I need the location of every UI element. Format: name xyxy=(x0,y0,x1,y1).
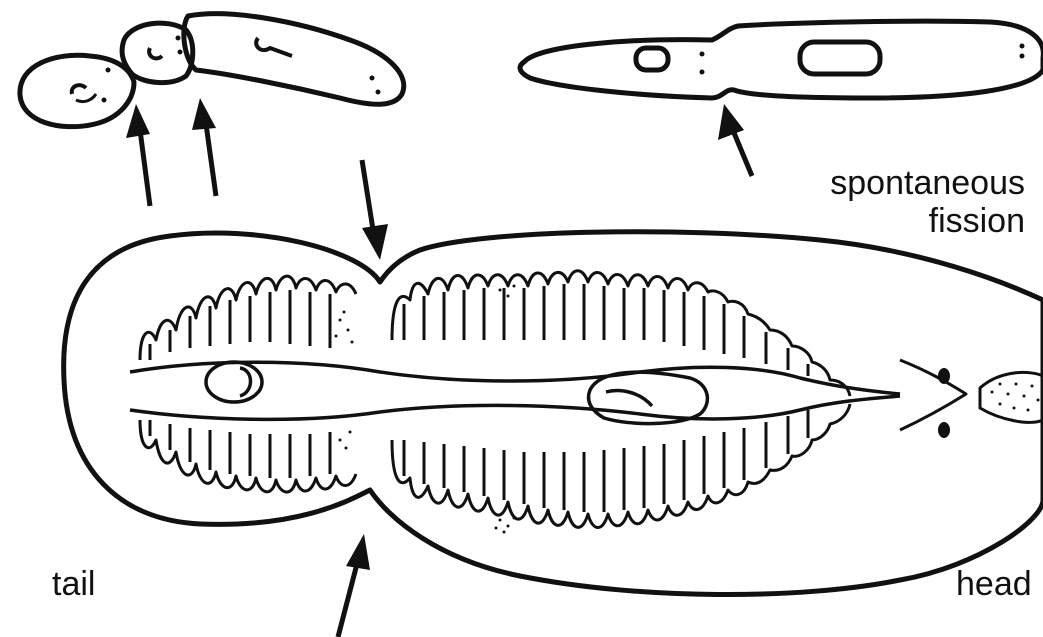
fissioning-worm xyxy=(520,21,1043,98)
arrow-spontaneous-fission xyxy=(718,104,752,176)
head-stipple xyxy=(991,383,1040,412)
spontaneous-text: spontaneous xyxy=(830,164,1025,202)
gut-trunk xyxy=(130,362,900,424)
spontaneous-fission-label: spontaneous fission xyxy=(830,164,1025,240)
arrows xyxy=(126,98,752,637)
head-label: head xyxy=(956,565,1032,603)
arrow-up-left-1 xyxy=(126,104,150,206)
pharynx-pocket-tail xyxy=(206,362,262,402)
head-region xyxy=(900,360,1043,438)
arrow-down-constriction xyxy=(362,160,388,260)
eye-spot-bottom xyxy=(938,422,950,438)
eye-spot-top xyxy=(938,368,950,384)
arrow-up-left-2 xyxy=(192,98,216,196)
large-worm xyxy=(64,232,1043,595)
fragment-head-piece xyxy=(184,14,404,105)
fission-text: fission xyxy=(830,202,1025,240)
gut-branches-bottom xyxy=(140,404,850,528)
tail-label: tail xyxy=(52,565,95,603)
fragment-tail-piece xyxy=(20,55,134,126)
arrow-up-bottom xyxy=(338,534,370,637)
large-worm-body-outline xyxy=(64,232,1043,595)
gut-branches-top xyxy=(140,271,850,396)
